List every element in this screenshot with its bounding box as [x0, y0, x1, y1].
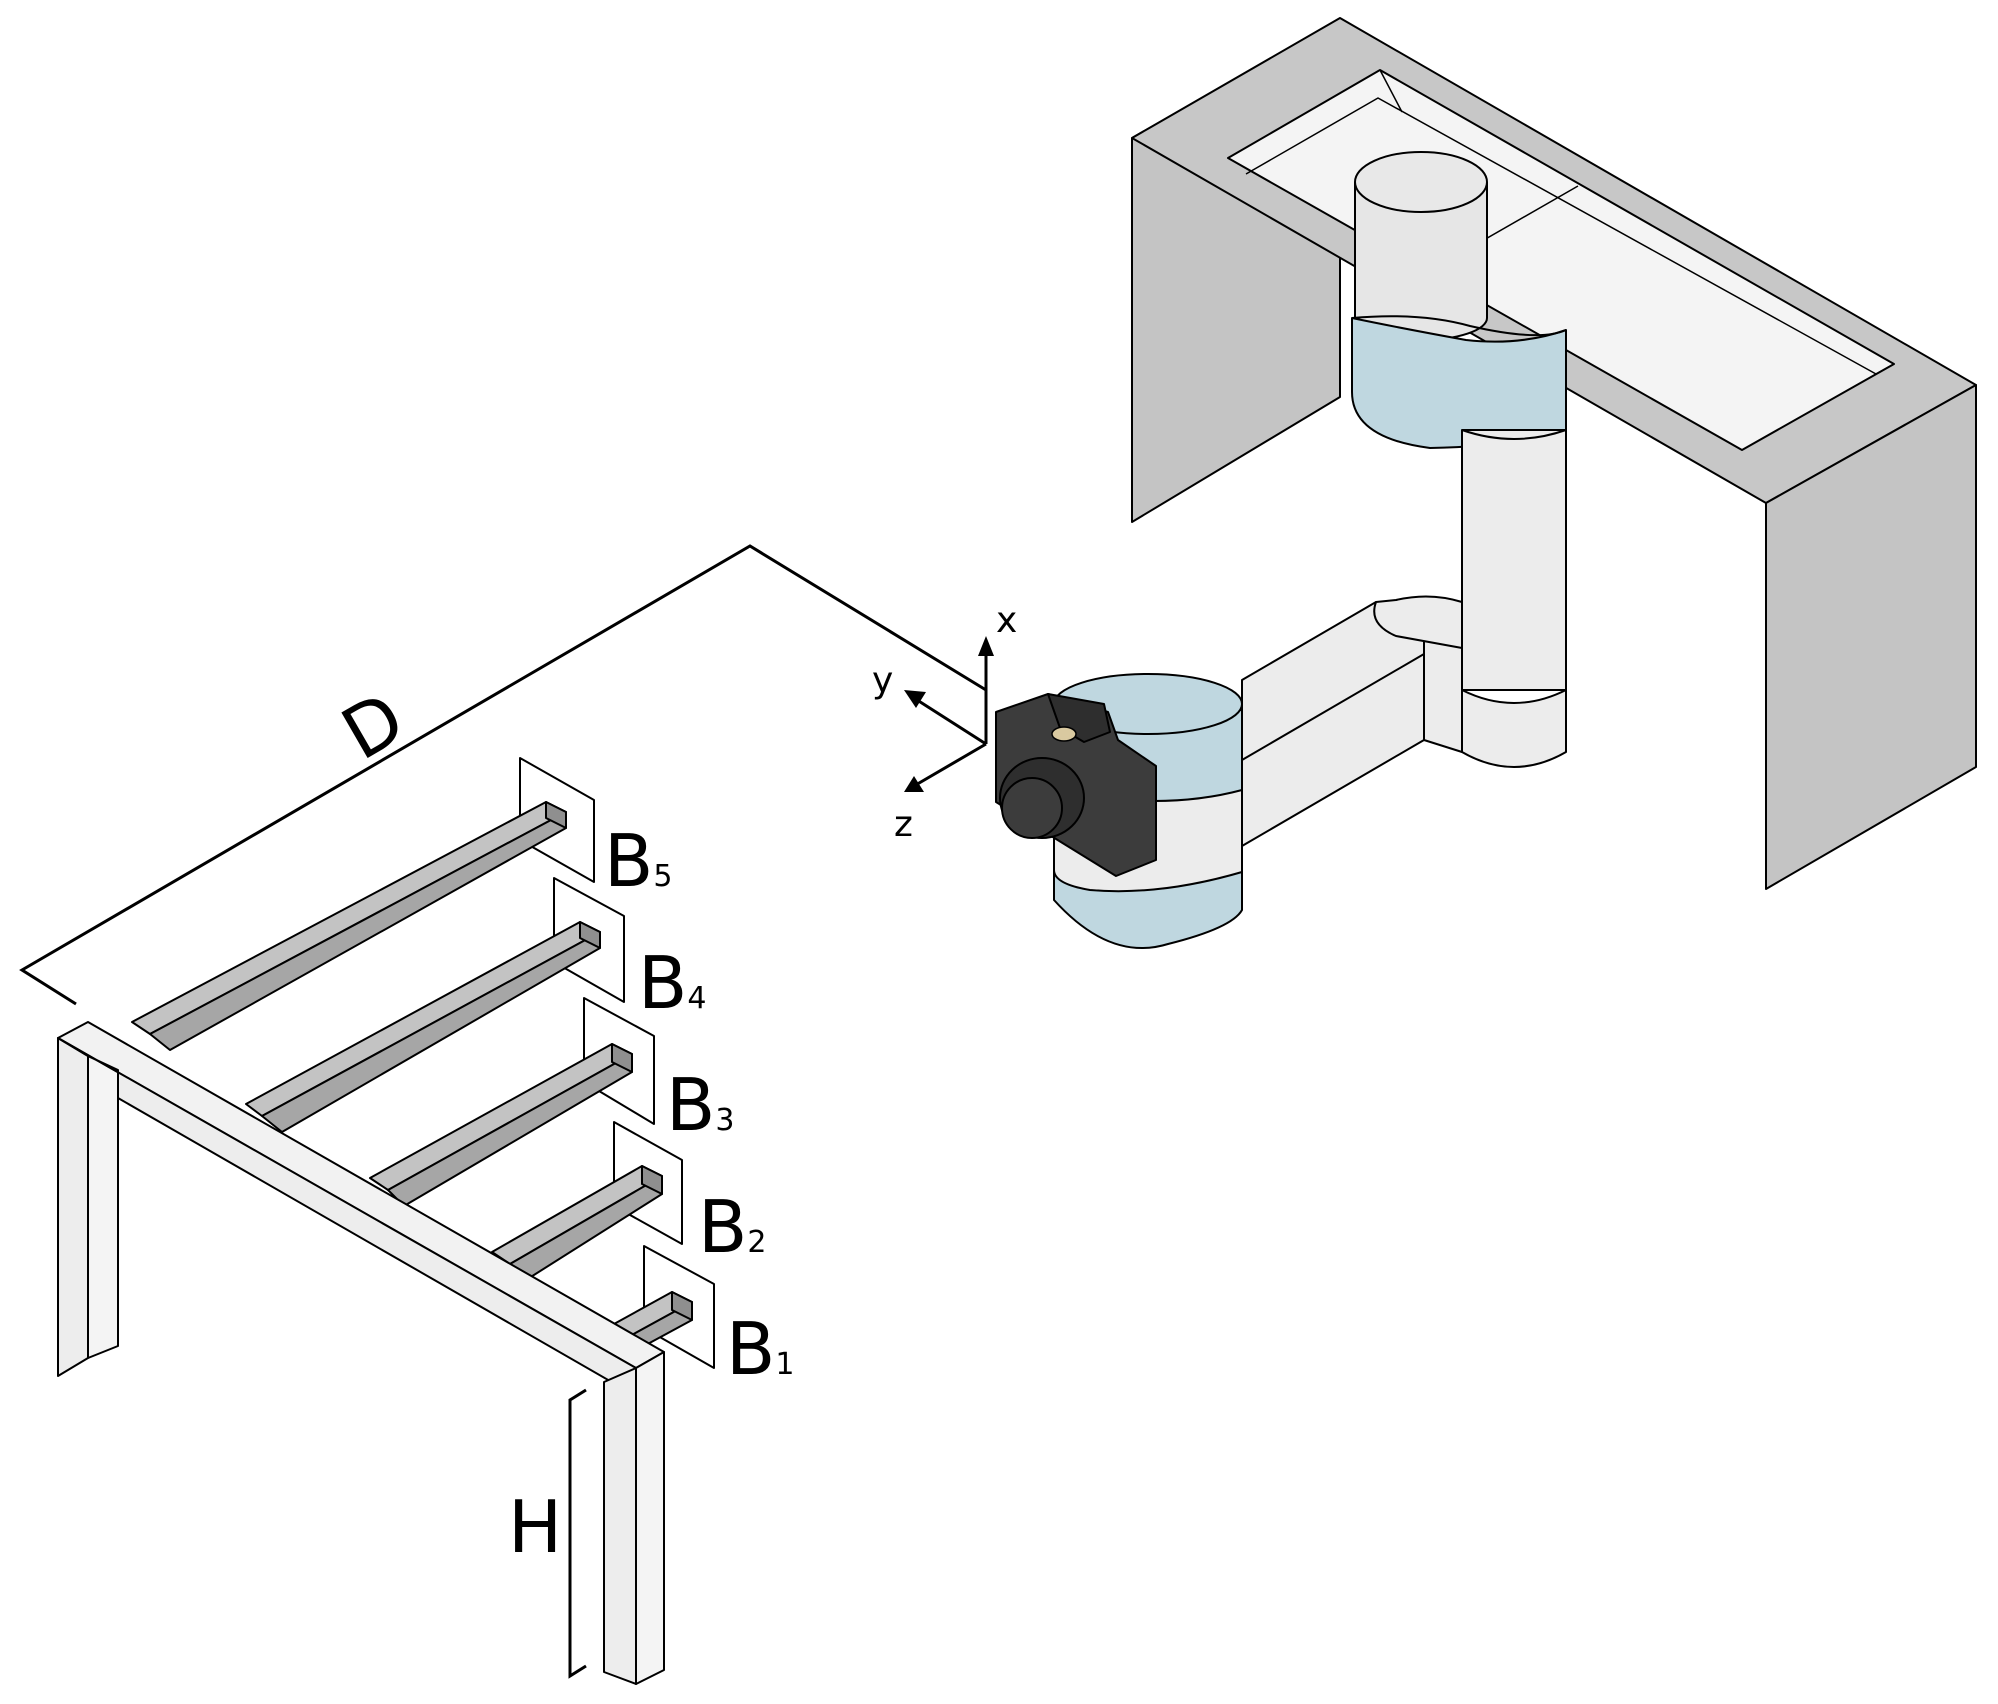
housing-right-wall	[1765, 384, 1977, 890]
housing-opening-lip	[1245, 97, 1877, 375]
beam-5	[131, 801, 567, 1051]
beam-3-label: B3	[666, 1063, 735, 1147]
camera	[995, 693, 1157, 877]
beam-1-label: B1	[726, 1307, 795, 1391]
arm-base-joint	[1351, 151, 1567, 449]
z-axis-label: z	[894, 804, 913, 845]
table-frame	[57, 1021, 665, 1685]
table-leg-front	[603, 1367, 637, 1685]
beam-rack	[131, 757, 715, 1369]
x-axis-label: x	[996, 600, 1017, 641]
height-bracket	[568, 1388, 587, 1679]
table-leg-left	[57, 1037, 89, 1377]
beam-2-label: B2	[698, 1185, 767, 1269]
arm-shoulder-band	[1351, 317, 1567, 449]
beam-4-label: B4	[638, 941, 707, 1025]
arm-horizontal-link	[1241, 595, 1463, 847]
y-axis-arrow	[904, 690, 926, 708]
z-axis-arrow	[904, 776, 924, 792]
camera-flash	[1051, 726, 1077, 742]
beam-3	[369, 1043, 633, 1207]
x-axis-arrow	[978, 636, 994, 656]
arm-vertical-link	[1461, 429, 1567, 768]
camera-axes	[904, 636, 994, 792]
height-label: H	[508, 1485, 562, 1569]
beam-4	[245, 921, 601, 1133]
distance-label: D	[328, 676, 418, 776]
beam-2	[491, 1165, 663, 1281]
beam-labels: B5 B4 B3 B2 B1	[604, 819, 795, 1391]
beam-5-label: B5	[604, 819, 673, 903]
distance-bracket	[19, 544, 987, 1006]
y-axis-label: y	[872, 660, 893, 701]
